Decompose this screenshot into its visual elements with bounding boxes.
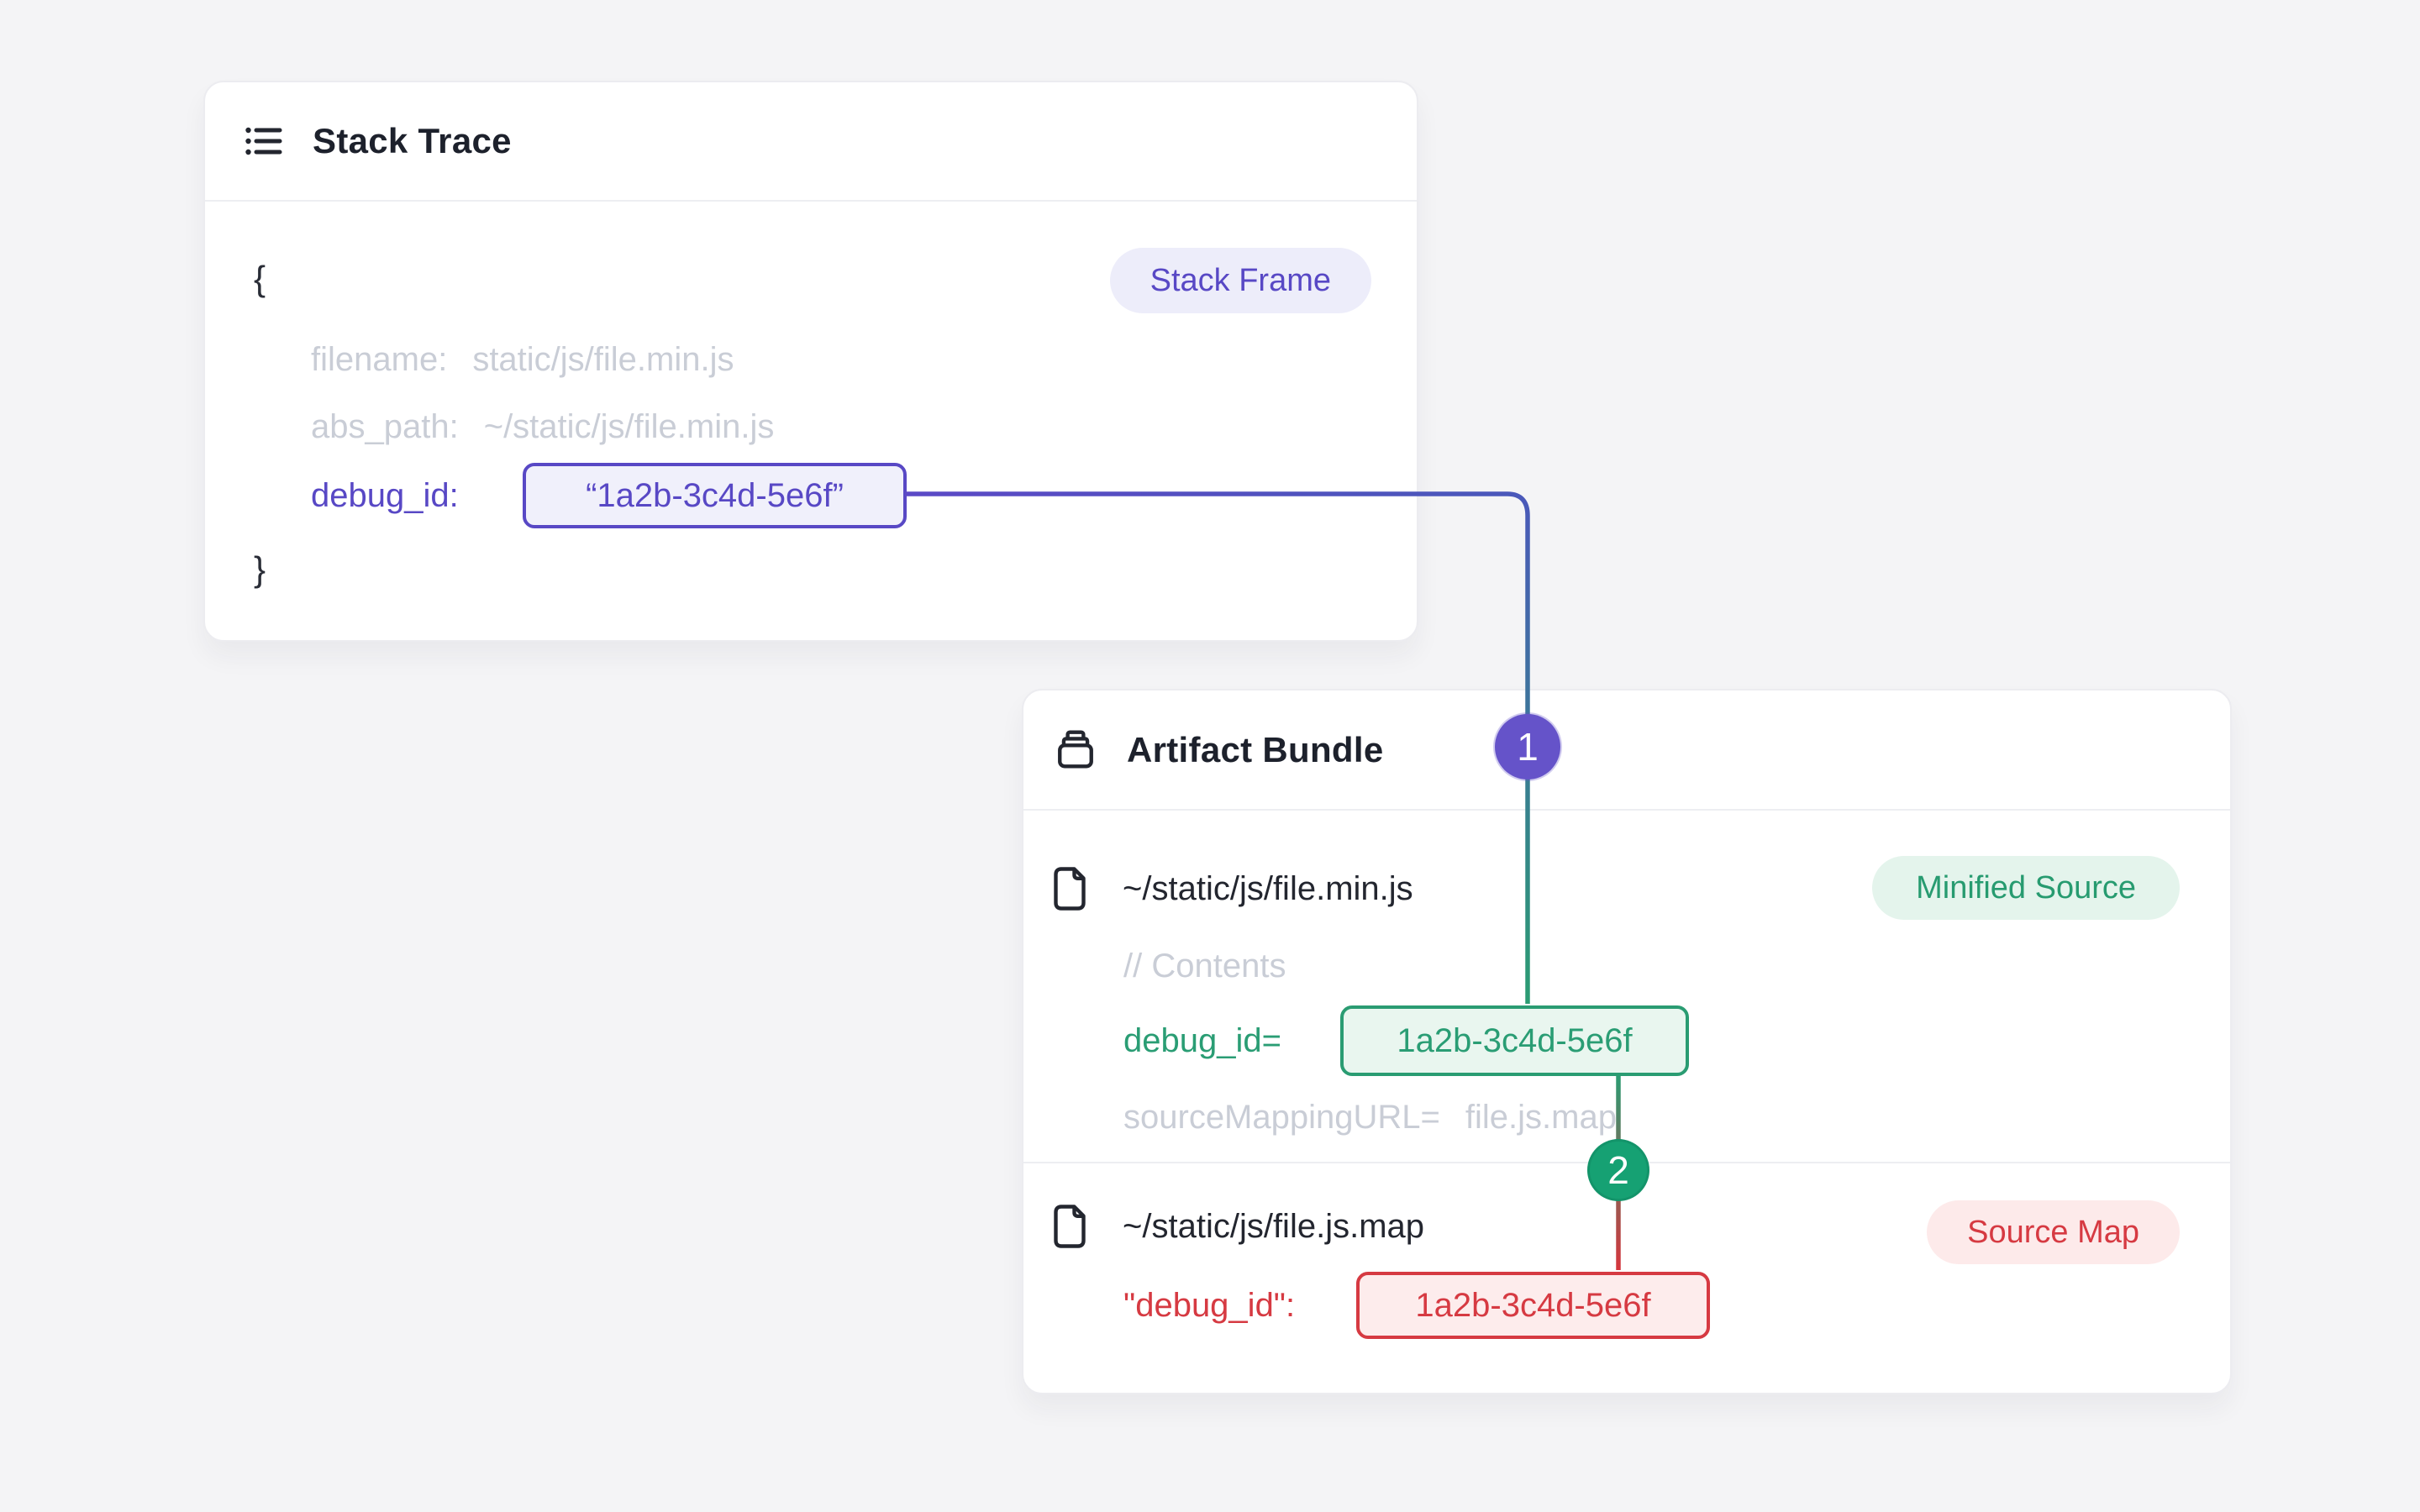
step-2-marker: 2 [1587, 1139, 1649, 1201]
stack-trace-card: Stack Trace { Stack Frame filename: stat… [203, 81, 1418, 642]
contents-comment-line: // Contents [1123, 949, 1286, 983]
bundle-debug-id-value-box: 1a2b-3c4d-5e6f [1340, 1005, 1689, 1076]
contents-comment: // Contents [1123, 948, 1286, 984]
map-debug-id-value-box: 1a2b-3c4d-5e6f [1356, 1272, 1710, 1339]
filename-value: static/js/file.min.js [472, 341, 734, 378]
archive-icon [1055, 728, 1097, 772]
file-icon [1050, 866, 1089, 911]
minified-file-path: ~/static/js/file.min.js [1123, 870, 1413, 907]
artifact-bundle-title: Artifact Bundle [1127, 729, 1384, 769]
map-debug-id-value: 1a2b-3c4d-5e6f [1415, 1287, 1651, 1324]
minified-file-row: ~/static/js/file.min.js [1050, 866, 1413, 911]
source-map-badge: Source Map [1927, 1200, 2180, 1264]
stack-frame-badge: Stack Frame [1109, 248, 1371, 313]
open-brace: { [254, 259, 266, 298]
filename-line: filename: static/js/file.min.js [311, 343, 734, 376]
step-1-marker: 1 [1495, 714, 1560, 780]
source-mapping-url-key: sourceMappingURL= [1123, 1099, 1440, 1136]
minified-source-badge: Minified Source [1872, 856, 2180, 920]
source-mapping-url-value: file.js.map [1465, 1099, 1617, 1136]
abs-path-line: abs_path: ~/static/js/file.min.js [311, 410, 774, 444]
map-debug-id-line: "debug_id": [1123, 1289, 1295, 1322]
source-map-file-path: ~/static/js/file.js.map [1123, 1208, 1425, 1245]
debug-id-line: debug_id: [311, 479, 459, 512]
abs-path-value: ~/static/js/file.min.js [483, 408, 775, 445]
abs-path-key: abs_path: [311, 408, 459, 445]
source-mapping-url-line: sourceMappingURL= file.js.map [1123, 1100, 1617, 1134]
bundle-debug-id-key: debug_id= [1123, 1022, 1281, 1059]
stack-trace-title: Stack Trace [313, 121, 512, 160]
debug-id-key: debug_id: [311, 477, 459, 514]
bundle-debug-id-value: 1a2b-3c4d-5e6f [1397, 1022, 1633, 1059]
bundle-debug-id-line: debug_id= [1123, 1024, 1281, 1058]
stack-trace-header: Stack Trace [205, 82, 1417, 202]
filename-key: filename: [311, 341, 448, 378]
stack-debug-id-value-box: “1a2b-3c4d-5e6f” [523, 463, 907, 528]
source-map-file-row: ~/static/js/file.js.map [1050, 1204, 1424, 1249]
artifact-bundle-card: Artifact Bundle ~/static/js/file.min.js … [1022, 689, 2232, 1394]
artifact-bundle-header: Artifact Bundle [1023, 690, 2230, 811]
map-debug-id-key: "debug_id": [1123, 1287, 1296, 1324]
list-icon [244, 121, 284, 161]
close-brace: } [254, 549, 266, 589]
file-icon [1050, 1204, 1089, 1249]
stack-debug-id-value: “1a2b-3c4d-5e6f” [586, 477, 844, 514]
